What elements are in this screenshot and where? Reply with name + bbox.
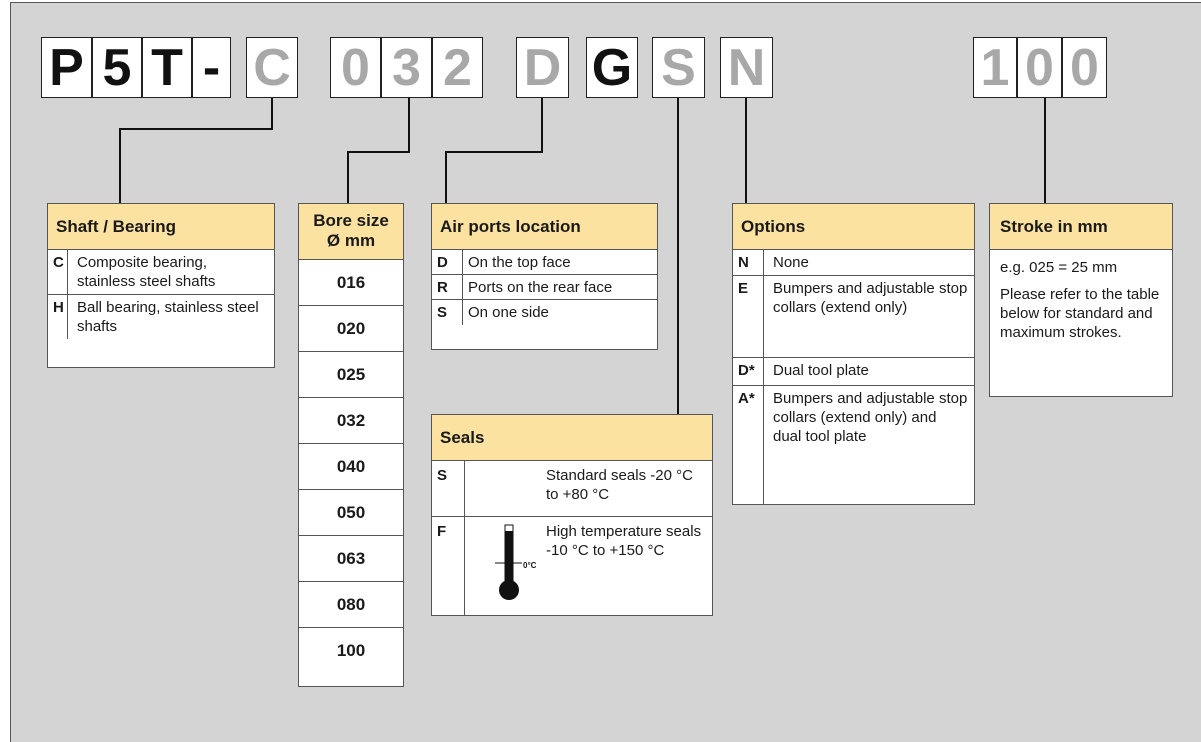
row-key: H	[48, 295, 68, 339]
row-key: A*	[733, 386, 764, 504]
code-stroke-1: 1	[973, 37, 1017, 98]
table-row: S Standard seals -20 °C to +80 °C	[432, 461, 712, 517]
code-bore-1: 0	[330, 37, 381, 98]
row-key: D	[432, 250, 463, 274]
table-row: N None	[733, 250, 974, 276]
air-ports-title: Air ports location	[432, 204, 657, 250]
code-shaft: C	[246, 37, 298, 98]
bore-size-row: 032	[299, 398, 403, 444]
row-key: R	[432, 275, 463, 299]
table-row: D On the top face	[432, 250, 657, 275]
bore-size-row: 050	[299, 490, 403, 536]
stroke-note: Please refer to the table below for stan…	[1000, 286, 1160, 341]
bore-size-row: 080	[299, 582, 403, 628]
stroke-title: Stroke in mm	[990, 204, 1172, 250]
code-air-port: D	[516, 37, 569, 98]
table-row: D* Dual tool plate	[733, 358, 974, 386]
code-seal: S	[652, 37, 705, 98]
row-value: None	[773, 254, 809, 271]
bore-size-row: 025	[299, 352, 403, 398]
code-char-p: P	[41, 37, 92, 98]
table-row: E Bumpers and adjustable stop collars (e…	[733, 276, 974, 358]
bore-size-row: 016	[299, 260, 403, 306]
row-key: N	[733, 250, 764, 275]
options-title: Options	[733, 204, 974, 250]
bore-size-row: 040	[299, 444, 403, 490]
row-key: D*	[733, 358, 764, 385]
stroke-table: Stroke in mm e.g. 025 = 25 mm Please ref…	[989, 203, 1173, 397]
bore-size-title: Bore size Ø mm	[299, 204, 403, 260]
stroke-example: e.g. 025 = 25 mm	[1000, 259, 1118, 276]
code-stroke-2: 0	[1017, 37, 1062, 98]
row-key: F	[432, 517, 465, 615]
row-value: Ports on the rear face	[468, 279, 613, 296]
air-ports-table: Air ports location D On the top face R P…	[431, 203, 658, 350]
code-option: N	[720, 37, 773, 98]
table-row: S On one side	[432, 300, 657, 325]
row-value: Bumpers and adjustable stop collars (ext…	[773, 390, 968, 445]
code-char-g: G	[586, 37, 638, 98]
table-row: A* Bumpers and adjustable stop collars (…	[733, 386, 974, 504]
code-stroke-3: 0	[1062, 37, 1107, 98]
table-row: F 0°C High temperature seals -10 °C to +…	[432, 517, 712, 615]
row-value: High temperature seals -10 °C to +150 °C	[546, 523, 702, 559]
bore-size-table: Bore size Ø mm 016 020 025 032 040 050 0…	[298, 203, 404, 687]
thermometer-icon: 0°C	[465, 517, 544, 615]
seals-table: Seals S Standard seals -20 °C to +80 °C …	[431, 414, 713, 616]
options-table: Options N None E Bumpers and adjustable …	[732, 203, 975, 505]
code-bore-2: 3	[381, 37, 432, 98]
row-key: S	[432, 461, 465, 516]
row-value: Bumpers and adjustable stop collars (ext…	[773, 280, 968, 316]
row-value: On the top face	[468, 254, 571, 271]
row-key: C	[48, 250, 68, 294]
table-row: R Ports on the rear face	[432, 275, 657, 300]
row-value: Standard seals -20 °C to +80 °C	[546, 467, 693, 503]
bore-size-title-line1: Bore size	[313, 211, 389, 230]
code-char-t: T	[142, 37, 192, 98]
thermometer-label: 0°C	[523, 561, 537, 570]
row-key: E	[733, 276, 764, 357]
shaft-bearing-title: Shaft / Bearing	[48, 204, 274, 250]
row-value: Dual tool plate	[773, 362, 869, 379]
row-value: Composite bearing, stainless steel shaft…	[77, 254, 216, 290]
bore-size-row: 063	[299, 536, 403, 582]
code-bore-3: 2	[432, 37, 483, 98]
stroke-body: e.g. 025 = 25 mm Please refer to the tab…	[990, 250, 1172, 358]
bore-size-row: 020	[299, 306, 403, 352]
bore-size-title-line2: Ø mm	[326, 231, 376, 250]
row-key: S	[432, 300, 463, 325]
code-char-dash: -	[192, 37, 231, 98]
row-value: On one side	[468, 304, 549, 321]
code-char-5: 5	[92, 37, 142, 98]
table-row: C Composite bearing, stainless steel sha…	[48, 250, 274, 295]
row-icon-empty	[465, 461, 544, 516]
bore-size-row: 100	[336, 641, 366, 660]
shaft-bearing-table: Shaft / Bearing C Composite bearing, sta…	[47, 203, 275, 368]
row-value: Ball bearing, stainless steel shafts	[77, 299, 259, 335]
seals-title: Seals	[432, 415, 712, 461]
table-row: H Ball bearing, stainless steel shafts	[48, 295, 274, 339]
